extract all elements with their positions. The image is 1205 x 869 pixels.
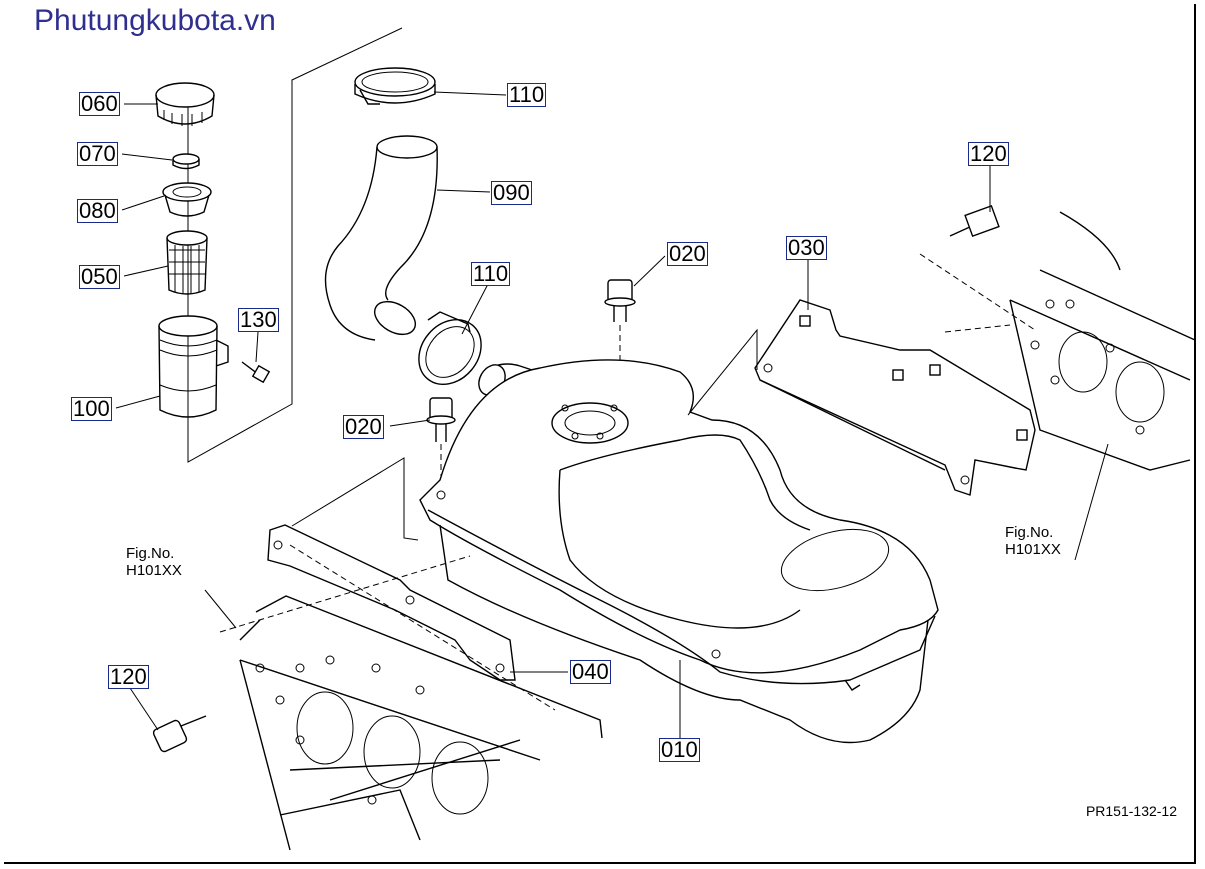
callout-060[interactable]: 060 — [79, 91, 120, 116]
figure-ref-right-number: H101XX — [1005, 541, 1061, 558]
callout-040[interactable]: 040 — [570, 659, 611, 684]
fuel-tank — [419, 359, 939, 744]
callout-020-top[interactable]: 020 — [667, 241, 708, 266]
bracket-030 — [687, 299, 1036, 496]
frame-left — [152, 555, 603, 851]
callout-070[interactable]: 070 — [77, 141, 118, 166]
figure-ref-left-number: H101XX — [126, 562, 182, 579]
bolts-020 — [426, 279, 636, 492]
callout-080[interactable]: 080 — [77, 198, 118, 223]
callout-030[interactable]: 030 — [786, 235, 827, 260]
watermark-logo: Phutungkubota.vn — [34, 4, 276, 37]
figure-ref-left[interactable]: Fig.No. H101XX — [126, 545, 182, 579]
figure-ref-left-label: Fig.No. — [126, 545, 175, 562]
callout-120-right[interactable]: 120 — [968, 141, 1009, 166]
callout-130[interactable]: 130 — [238, 307, 279, 332]
frame-right — [919, 204, 1196, 471]
figure-ref-right[interactable]: Fig.No. H101XX — [1005, 524, 1061, 558]
callout-100[interactable]: 100 — [71, 396, 112, 421]
hose-assembly — [324, 67, 556, 399]
callout-110-top[interactable]: 110 — [507, 82, 547, 107]
figure-ref-right-label: Fig.No. — [1005, 524, 1054, 541]
callout-120-left[interactable]: 120 — [108, 664, 149, 689]
diagram-frame — [4, 4, 1196, 864]
callout-090[interactable]: 090 — [491, 180, 532, 205]
callout-010[interactable]: 010 — [659, 737, 700, 762]
leader-lines — [115, 91, 1109, 738]
callout-110-mid[interactable]: 110 — [471, 261, 511, 286]
callout-050[interactable]: 050 — [79, 264, 120, 289]
filter-assembly — [155, 27, 403, 463]
callout-020-left[interactable]: 020 — [343, 414, 384, 439]
drawing-code: PR151-132-12 — [1085, 803, 1177, 819]
